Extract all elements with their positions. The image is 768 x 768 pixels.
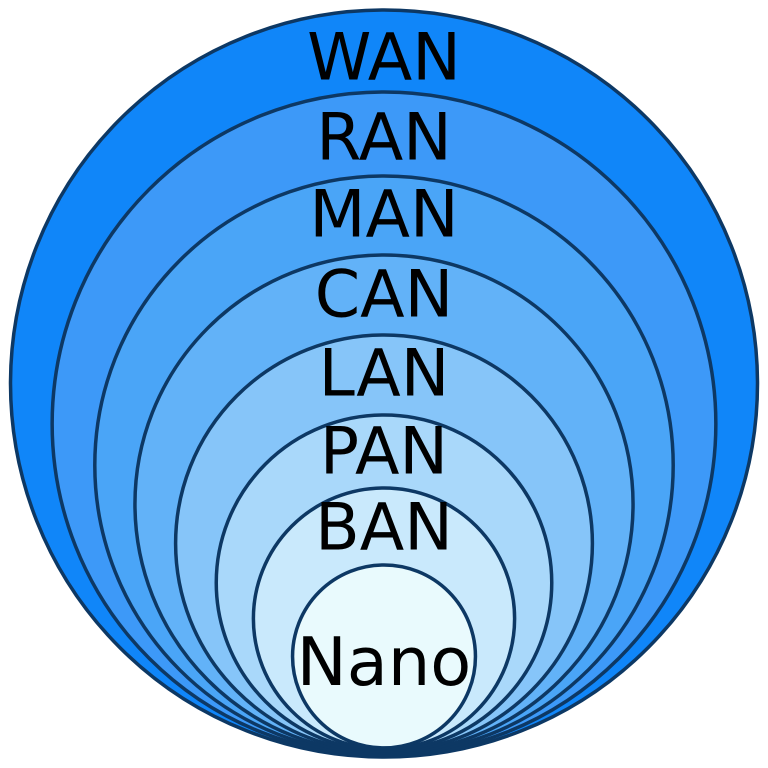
- label-pan: PAN: [320, 415, 448, 490]
- label-ran: RAN: [316, 101, 452, 176]
- label-man: MAN: [309, 178, 458, 253]
- circle-nano: [290, 563, 478, 750]
- label-can: CAN: [315, 258, 453, 333]
- label-wan: WAN: [307, 21, 461, 96]
- label-nano: Nano: [297, 623, 472, 701]
- label-ban: BAN: [315, 491, 453, 566]
- label-lan: LAN: [319, 337, 450, 412]
